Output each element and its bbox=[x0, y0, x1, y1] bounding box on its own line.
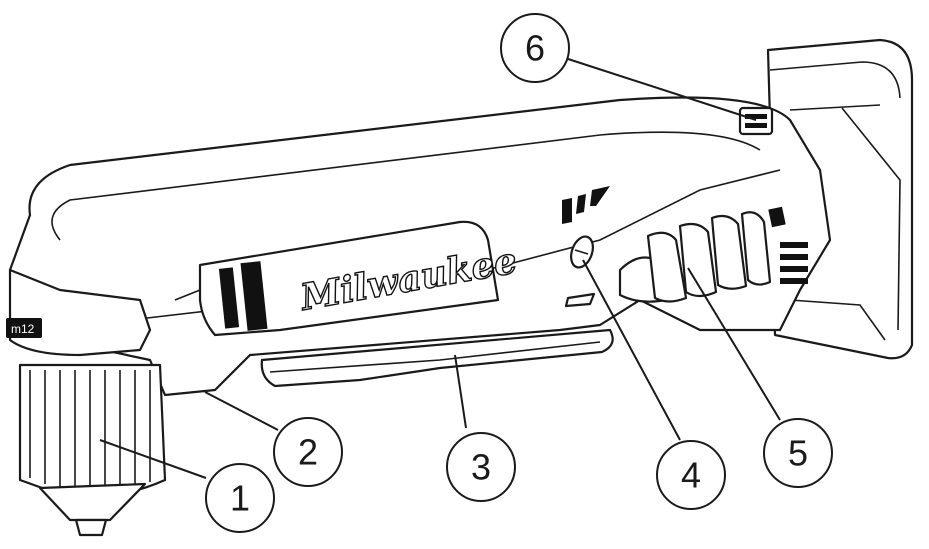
leader-2 bbox=[204, 391, 279, 431]
tool-foot bbox=[260, 328, 614, 388]
chuck: m12 bbox=[6, 268, 167, 537]
grip-ridges bbox=[618, 206, 786, 303]
callout-6: 6 bbox=[500, 13, 570, 83]
callout-6-label: 6 bbox=[525, 28, 545, 69]
leader-1 bbox=[99, 439, 207, 479]
vent-slots bbox=[780, 242, 808, 284]
brand-panel: Milwaukee bbox=[198, 220, 521, 337]
callout-3: 3 bbox=[446, 432, 516, 502]
callout-1-label: 1 bbox=[230, 478, 250, 519]
callout-1: 1 bbox=[205, 463, 275, 533]
callout-5: 5 bbox=[763, 418, 833, 488]
callout-2: 2 bbox=[273, 417, 343, 487]
direction-switch bbox=[564, 235, 596, 308]
leader-4 bbox=[582, 259, 681, 441]
leader-5 bbox=[687, 267, 781, 421]
callout-4: 4 bbox=[656, 440, 726, 510]
top-vent-marks bbox=[562, 186, 610, 224]
fuel-gauge bbox=[738, 106, 774, 136]
callout-2-label: 2 bbox=[298, 432, 318, 473]
callout-3-label: 3 bbox=[471, 447, 491, 488]
leader-3 bbox=[454, 354, 467, 429]
callout-4-label: 4 bbox=[681, 455, 701, 496]
leader-lines bbox=[99, 57, 781, 479]
leader-6 bbox=[564, 57, 757, 121]
model-stamp: m12 bbox=[11, 322, 35, 336]
callout-5-label: 5 bbox=[788, 433, 808, 474]
